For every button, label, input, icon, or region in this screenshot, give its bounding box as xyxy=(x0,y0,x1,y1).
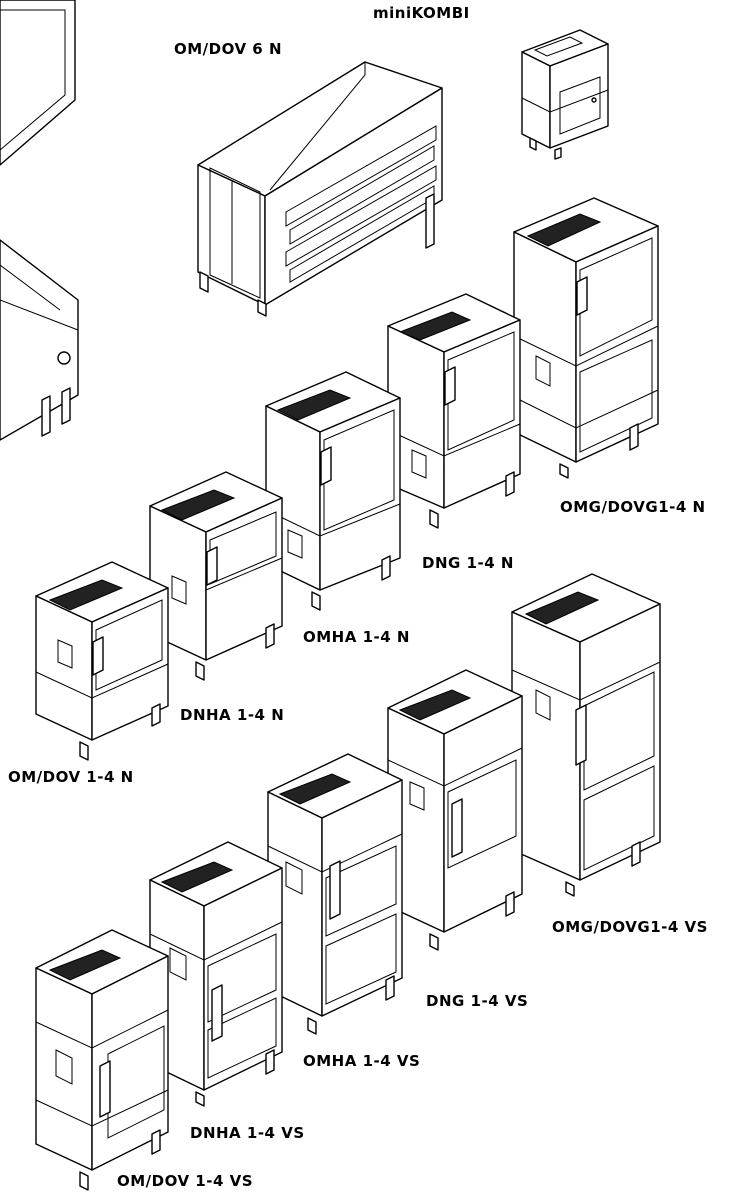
label-om-dov-1-4-n: OM/DOV 1-4 N xyxy=(8,768,134,786)
label-om-dov-1-4-vs: OM/DOV 1-4 VS xyxy=(117,1172,254,1190)
dng-1-4-vs-unit xyxy=(387,669,523,951)
minikombi-unit xyxy=(521,29,609,160)
label-om-dov-6-n: OM/DOV 6 N xyxy=(174,40,283,58)
omha-1-4-n-unit xyxy=(265,371,401,611)
om-dov-1-4-n-unit xyxy=(35,561,169,761)
label-omg-dovg-1-4-vs: OMG/DOVG1-4 VS xyxy=(552,918,708,936)
label-omha-1-4-vs: OMHA 1-4 VS xyxy=(303,1052,421,1070)
label-dng-1-4-n: DNG 1-4 N xyxy=(422,554,514,572)
label-omg-dovg-1-4-n: OMG/DOVG1-4 N xyxy=(560,498,706,516)
label-omha-1-4-n: OMHA 1-4 N xyxy=(303,628,410,646)
label-dnha-1-4-n: DNHA 1-4 N xyxy=(180,706,285,724)
dnha-1-4-vs-unit xyxy=(149,841,283,1107)
partial-unit-left-middle xyxy=(0,239,79,441)
omg-dovg-1-4-n-unit xyxy=(513,197,659,479)
partial-unit-top-left xyxy=(0,0,76,166)
label-minikombi: miniKOMBI xyxy=(373,4,470,22)
label-dng-1-4-vs: DNG 1-4 VS xyxy=(426,992,529,1010)
omha-1-4-vs-unit xyxy=(267,753,403,1035)
om-dov-1-4-vs-unit xyxy=(35,929,169,1191)
label-dnha-1-4-vs: DNHA 1-4 VS xyxy=(190,1124,305,1142)
dnha-1-4-n-unit xyxy=(149,471,283,681)
om-dov-6-n-unit xyxy=(197,61,443,317)
dng-1-4-n-unit xyxy=(387,293,521,529)
omg-dovg-1-4-vs-unit xyxy=(511,573,661,897)
